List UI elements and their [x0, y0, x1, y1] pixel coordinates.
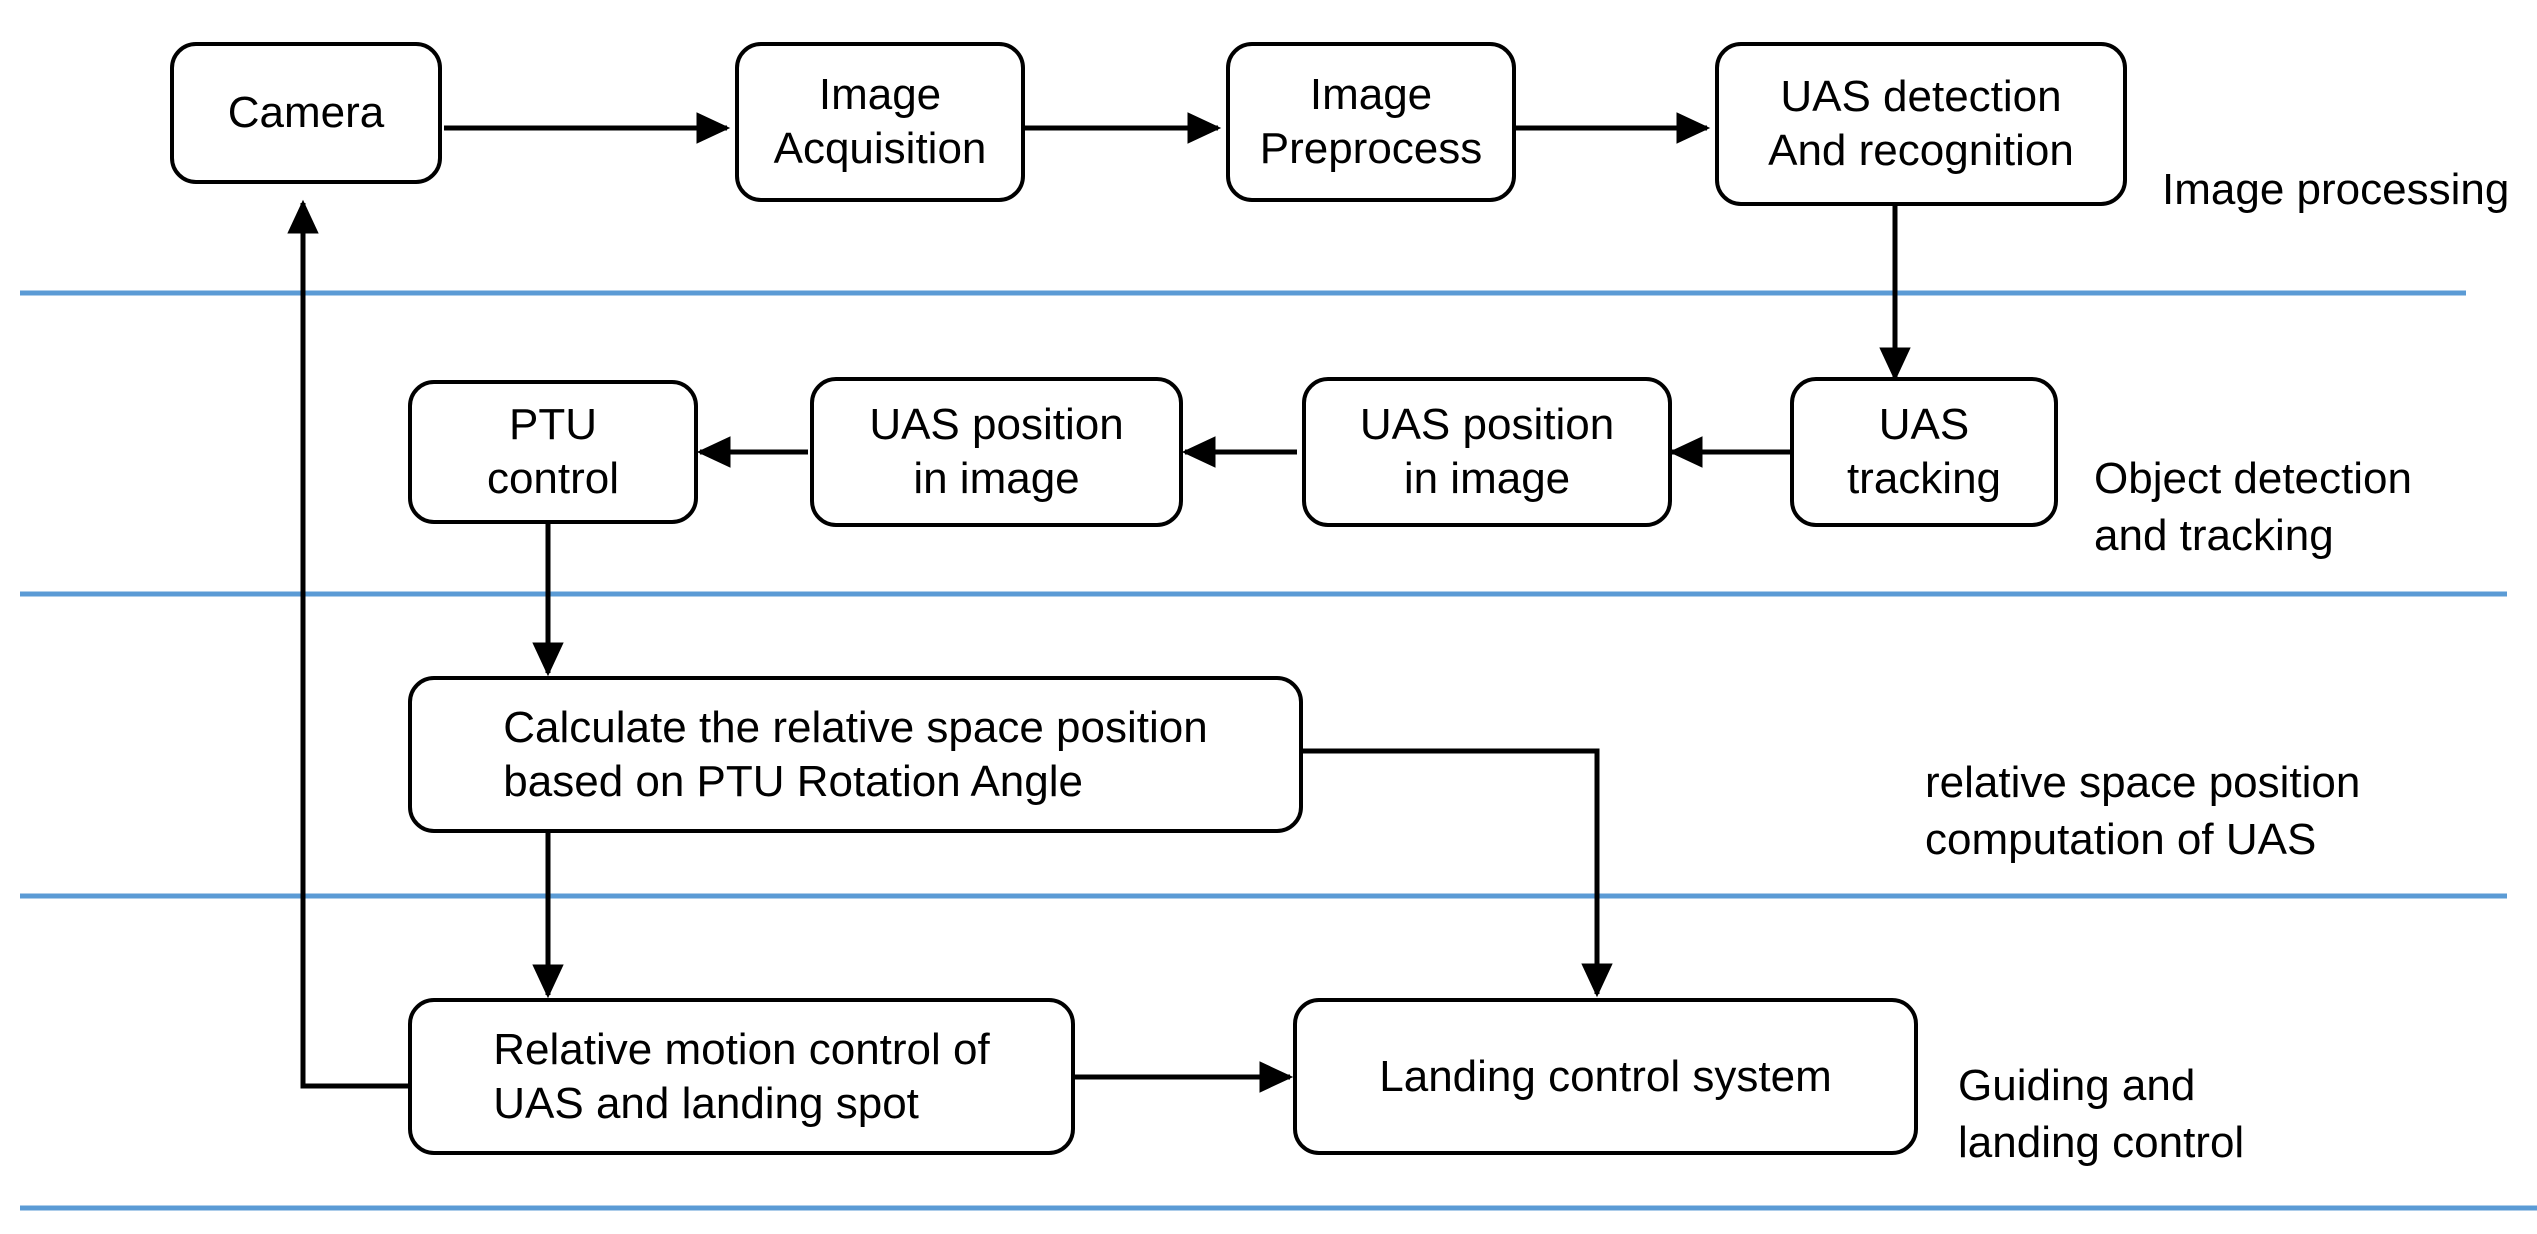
- node-camera-label: Camera: [227, 88, 385, 138]
- node-uas-tracking-label: UAS tracking: [1846, 400, 2002, 503]
- node-image-acquisition-label: Image Acquisition: [773, 70, 987, 173]
- node-relative-motion-label: Relative motion control of UAS and landi…: [493, 1024, 990, 1128]
- edge-calculate-to-landing: [1303, 748, 1613, 998]
- edge-relative-motion-to-camera: [287, 199, 408, 1089]
- node-uas-position-1-label: UAS position in image: [869, 400, 1124, 503]
- node-calculate-position-label: Calculate the relative space position ba…: [503, 702, 1208, 806]
- node-landing-control[interactable]: Landing control system: [1293, 998, 1918, 1155]
- node-uas-position-1[interactable]: UAS position in image: [810, 377, 1183, 527]
- node-calculate-position[interactable]: Calculate the relative space position ba…: [408, 676, 1303, 833]
- node-uas-position-2[interactable]: UAS position in image: [1302, 377, 1672, 527]
- stage-label-image-processing-text: Image processing: [2162, 165, 2510, 215]
- stage-label-guiding-landing: Guiding and landing control: [1958, 1000, 2378, 1172]
- node-image-preprocess-label: Image Preprocess: [1259, 70, 1483, 173]
- node-uas-detection[interactable]: UAS detection And recognition: [1715, 42, 2127, 206]
- stage-label-object-detection-text: Object detection and tracking: [2094, 454, 2412, 561]
- stage-label-guiding-landing-text: Guiding and landing control: [1958, 1061, 2245, 1168]
- stage-label-image-processing: Image processing: [2162, 104, 2537, 218]
- node-uas-detection-label: UAS detection And recognition: [1768, 72, 2074, 175]
- node-uas-tracking[interactable]: UAS tracking: [1790, 377, 2058, 527]
- node-camera[interactable]: Camera: [170, 42, 442, 184]
- node-ptu-control-label: PTU control: [486, 400, 620, 503]
- node-ptu-control[interactable]: PTU control: [408, 380, 698, 524]
- stage-label-space-position: relative space position computation of U…: [1925, 697, 2485, 869]
- node-uas-position-2-label: UAS position in image: [1359, 400, 1615, 503]
- node-relative-motion[interactable]: Relative motion control of UAS and landi…: [408, 998, 1075, 1155]
- stage-label-space-position-text: relative space position computation of U…: [1925, 758, 2361, 865]
- node-image-acquisition[interactable]: Image Acquisition: [735, 42, 1025, 202]
- node-image-preprocess[interactable]: Image Preprocess: [1226, 42, 1516, 202]
- node-landing-control-label: Landing control system: [1379, 1051, 1832, 1101]
- stage-label-object-detection: Object detection and tracking: [2094, 393, 2534, 565]
